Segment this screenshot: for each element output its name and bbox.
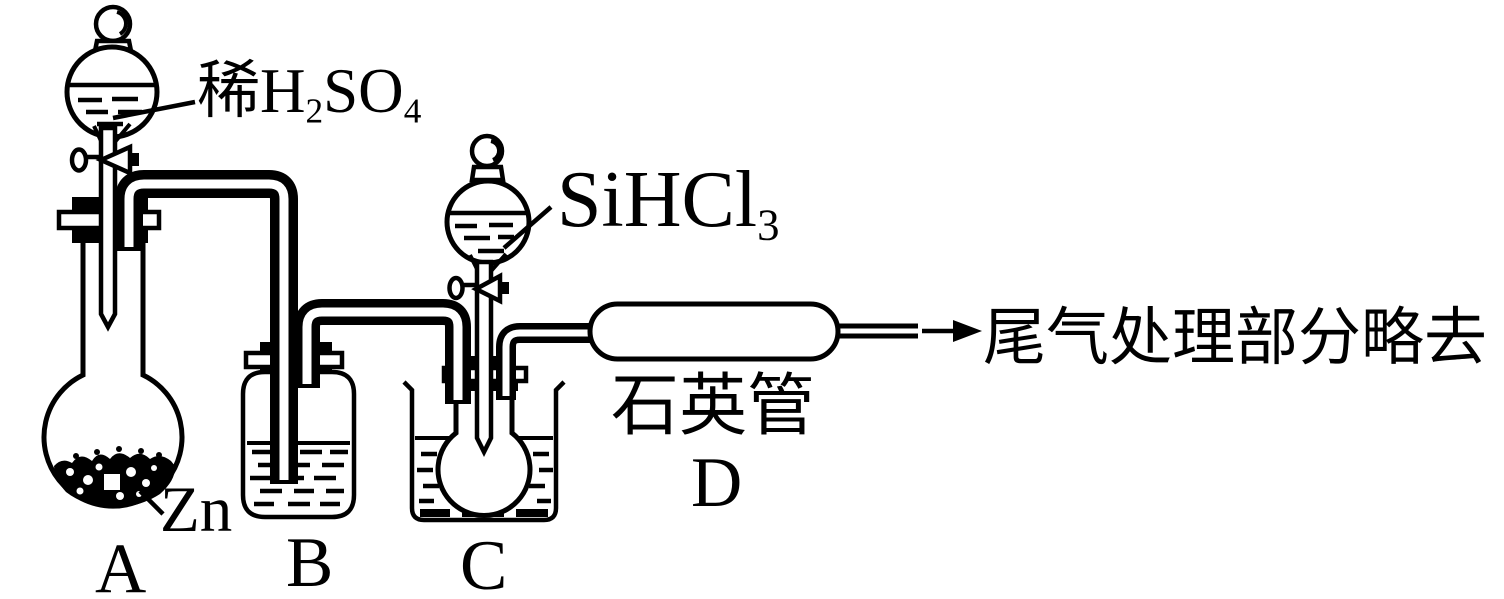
- label-quartz-tube: 石英管: [611, 368, 816, 444]
- leader-dilute-h2so4: [112, 99, 196, 121]
- label-apparatus-c: C: [460, 527, 508, 599]
- zn-speck: [73, 453, 79, 459]
- zn-speckle: [126, 467, 136, 477]
- label-dilute-h2so4-sub1: 2: [305, 91, 324, 131]
- zn-speck: [94, 449, 100, 455]
- label-sihcl3-sub: 3: [757, 199, 780, 250]
- leader-lines: [112, 99, 553, 516]
- zn-speck: [116, 446, 122, 452]
- tube-a-b-inner: [124, 179, 289, 480]
- funnel-a-stem: [92, 122, 132, 332]
- label-sihcl3-pre: SiHCl: [557, 156, 758, 244]
- tube-c-d-inner: [502, 329, 614, 396]
- gas-flow-arrow: [922, 320, 982, 342]
- zn-speckle: [142, 479, 150, 487]
- label-apparatus-d: D: [691, 444, 743, 522]
- leader-sihcl3: [502, 205, 553, 250]
- zn-speck: [156, 452, 162, 458]
- funnel-c-stem-tip: [474, 259, 494, 458]
- label-sihcl3: SiHCl3: [557, 160, 779, 247]
- stopcock-a-stub: [130, 153, 139, 166]
- zn-speckle: [151, 465, 157, 471]
- tube-a-to-b: [115, 170, 298, 484]
- dropping-funnel-a: [64, 4, 160, 140]
- leader-zn: [138, 489, 165, 516]
- beaker-c-outline: [402, 380, 566, 523]
- label-dilute-h2so4-mid: SO: [323, 56, 404, 126]
- label-apparatus-b: B: [286, 524, 334, 599]
- arrow-head: [953, 320, 982, 342]
- zn-speckle: [76, 487, 84, 495]
- stopcock-a: [69, 143, 139, 177]
- funnel-c-liquid-dashes: [455, 222, 514, 254]
- stopcock-a-knob: [69, 147, 89, 173]
- funnel-c-neck: [469, 164, 506, 183]
- zn-speckle: [66, 468, 74, 476]
- beaker-c-water-dashes: [417, 451, 553, 504]
- zn-granule-gap: [104, 474, 120, 490]
- funnel-c-ball-highlight: [490, 139, 502, 162]
- stopcock-c: [447, 272, 509, 305]
- label-apparatus-a: A: [95, 530, 147, 599]
- zn-speckle: [116, 492, 124, 500]
- label-tail-gas-note: 尾气处理部分略去: [983, 303, 1487, 373]
- bottle-b-liquid-dashes: [250, 449, 348, 507]
- tube-b-c-inner: [302, 307, 463, 400]
- label-dilute-h2so4-sub2: 4: [403, 91, 422, 131]
- zn-speckle: [95, 463, 103, 471]
- tube-b-to-c: [294, 299, 471, 404]
- quartz-tube-d: [587, 301, 841, 362]
- funnel-a-ball-highlight: [116, 10, 128, 36]
- tube-c-to-d: [496, 301, 918, 400]
- zn-speckle: [83, 475, 93, 485]
- stopcock-c-stub: [500, 282, 509, 294]
- zn-speck: [138, 448, 144, 454]
- label-dilute-h2so4-pre: 稀H: [197, 56, 306, 126]
- stopcock-c-knob: [447, 275, 465, 301]
- label-dilute-h2so4: 稀H2SO4: [197, 60, 421, 129]
- label-zn: Zn: [160, 474, 233, 546]
- funnel-a-liquid-dashes: [78, 96, 142, 127]
- funnel-a-stem-tip: [98, 125, 118, 332]
